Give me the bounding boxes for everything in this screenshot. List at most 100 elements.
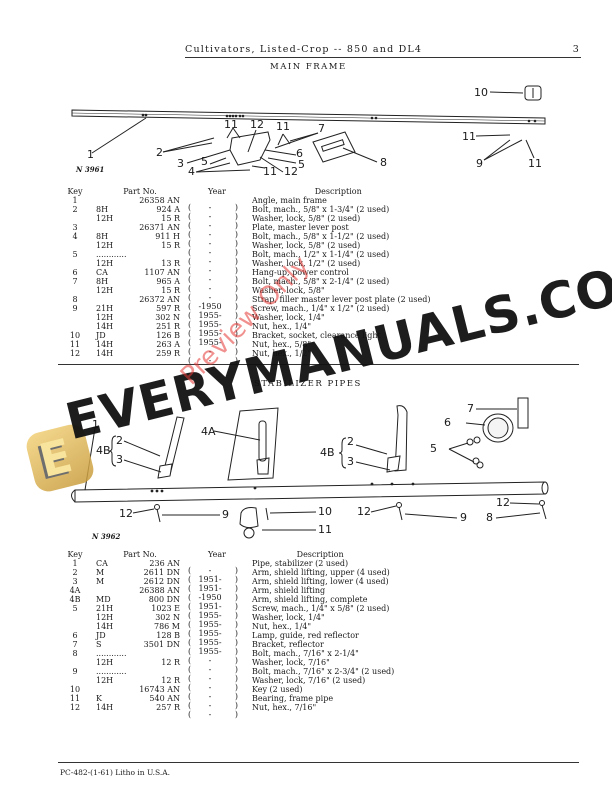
- callout-8: 8: [486, 511, 493, 524]
- row-key: 4B: [69, 595, 81, 604]
- callout-4a: 4A: [201, 425, 216, 438]
- main-frame-title: MAIN FRAME: [270, 62, 347, 72]
- table-header-row: Key Part No. Year Description: [58, 550, 394, 559]
- row-part-number: 259 R: [156, 349, 180, 358]
- row-key: 1: [72, 559, 78, 568]
- col-description: Description: [296, 550, 344, 559]
- row-description: Bracket, socket, clearance light: [252, 331, 381, 340]
- row-description: Arm, shield lifting, lower (4 used): [252, 577, 389, 586]
- row-part-prefix: JD: [96, 331, 106, 340]
- col-description: Description: [314, 187, 362, 196]
- row-year: (-): [188, 284, 238, 293]
- row-year: (1955-): [188, 638, 238, 647]
- row-year: (1955-): [188, 320, 238, 329]
- stabilizer-pipes-diagram: [71, 397, 549, 539]
- row-description: Nut, hex., 7/16": [252, 703, 317, 712]
- row-part-number: 1023 E: [151, 604, 180, 613]
- row-year: (-): [188, 566, 238, 575]
- row-part-number: 3501 DN: [143, 640, 180, 649]
- row-year: (1955-): [188, 329, 238, 338]
- row-year-value: -: [208, 248, 212, 257]
- callout-11: 11: [528, 157, 542, 170]
- row-year-value: -: [208, 701, 212, 710]
- callout-6: 6: [444, 416, 451, 429]
- row-year-value: -: [208, 665, 212, 674]
- callout-12: 12: [357, 505, 371, 518]
- row-year: (-): [188, 293, 238, 302]
- row-year: (-1950): [188, 302, 238, 311]
- row-year: (-): [188, 674, 238, 683]
- row-part-prefix: 14H: [96, 340, 114, 349]
- row-year: (1955-): [188, 629, 238, 638]
- row-part-number: 12 R: [161, 658, 180, 667]
- callout-7: 7: [318, 122, 325, 135]
- row-year: (-): [188, 665, 238, 674]
- callout-12: 12: [284, 165, 298, 178]
- row-description: Screw, mach., 1/4" x 5/8" (2 used): [252, 604, 390, 613]
- row-part-number: 12 R: [161, 676, 180, 685]
- row-part-number: 302 N: [155, 613, 180, 622]
- row-description: Washer, lock, 7/16" (2 used): [252, 676, 366, 685]
- callout-6: 6: [296, 147, 303, 160]
- row-year-value: -: [208, 230, 212, 239]
- callout-4b: 4B: [96, 444, 111, 457]
- row-description: Hang-up, power control: [252, 268, 349, 277]
- row-part-prefix: ............: [96, 250, 127, 259]
- row-year-value: 1951-: [198, 602, 222, 611]
- figure-number-stabilizer: N 3962: [92, 532, 121, 541]
- callout-7: 7: [467, 402, 474, 415]
- callout-2: 2: [156, 146, 163, 159]
- callout-4b: 4B: [320, 446, 335, 459]
- row-description: Arm, shield lifting, complete: [252, 595, 368, 604]
- row-part-number: [128, 667, 188, 676]
- row-year: (-): [188, 203, 238, 212]
- row-part-prefix: ............: [96, 667, 127, 676]
- row-description: Bearing, frame pipe: [252, 694, 334, 703]
- row-year: (-): [188, 701, 238, 710]
- row-part-number: 911 H: [155, 232, 180, 241]
- row-year: (1951-): [188, 584, 238, 593]
- row-key: 10: [69, 685, 81, 694]
- row-year: (-): [188, 692, 238, 701]
- row-year-value: -: [208, 566, 212, 575]
- row-year-value: 1951-: [198, 584, 222, 593]
- row-part-prefix: [92, 685, 128, 694]
- row-part-number: 251 R: [156, 322, 180, 331]
- footer-rule: [58, 762, 579, 763]
- callout-5: 5: [430, 442, 437, 455]
- row-year: (-1950): [188, 593, 238, 602]
- row-year: (1955-): [188, 311, 238, 320]
- row-part-number: 257 R: [156, 703, 180, 712]
- callout-12: 12: [119, 507, 133, 520]
- row-key: [58, 676, 92, 685]
- row-part-number: 540 AN: [149, 694, 180, 703]
- row-year: (1951-): [188, 575, 238, 584]
- callout-10: 10: [474, 86, 488, 99]
- row-year-value: -: [208, 293, 212, 302]
- row-part-number: 1107 AN: [144, 268, 180, 277]
- row-description: Bolt, mach., 7/16" x 2-1/4": [252, 649, 359, 658]
- row-key: 6: [72, 268, 78, 277]
- row-part-number: 800 DN: [148, 595, 180, 604]
- row-year: (-): [188, 266, 238, 275]
- callout-8: 8: [380, 156, 387, 169]
- row-year: (-): [188, 212, 238, 221]
- row-part-number: 15 R: [161, 286, 180, 295]
- row-year-value: 1955-: [198, 311, 222, 320]
- main-frame-diagram: [71, 85, 546, 173]
- row-year-value: 1955-: [198, 338, 222, 347]
- footer-text: PC-482-(1-61) Litho in U.S.A.: [60, 768, 171, 777]
- row-description: Washer, lock, 1/2" (2 used): [252, 259, 361, 268]
- row-description: Arm, shield lifting: [252, 586, 326, 595]
- row-key: 12: [69, 703, 81, 712]
- row-part-prefix: MD: [96, 595, 111, 604]
- table-row: 8............(-)Bolt, mach., 7/16" x 2-1…: [58, 649, 394, 665]
